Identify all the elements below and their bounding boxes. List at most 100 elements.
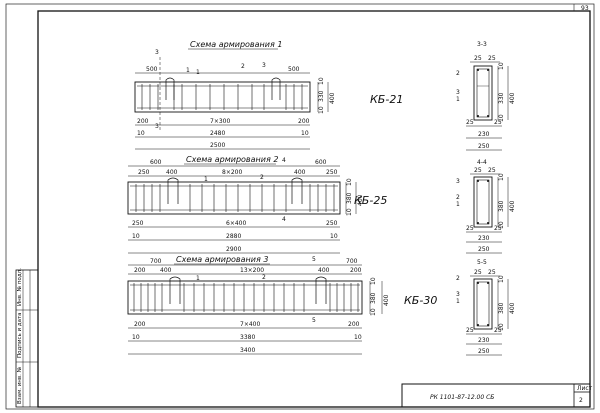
- section-3-3: 3-3 25 25 2 3 1 10 330 10 400 25 25 230 …: [456, 41, 516, 151]
- s2-seg-3: 8×200: [222, 169, 242, 176]
- sec1-label-a: 2: [456, 70, 460, 77]
- sec3-inner-1: 10: [498, 275, 505, 283]
- s2-label-2: 2: [260, 174, 264, 181]
- sheet-outer-border: [5, 3, 595, 410]
- left-stamp: Инв. № подл. Подпись и дата Взам. инв. №: [15, 268, 39, 408]
- sec3-label-a: 2: [456, 275, 460, 282]
- s1-h-dim-2: 330: [318, 90, 325, 102]
- sec2-inner-2: 380: [498, 200, 505, 212]
- s3-h-total: 400: [383, 294, 390, 306]
- s3-seg-5: 200: [350, 267, 362, 274]
- s2-dim-top-right: 600: [315, 159, 327, 166]
- sec1-bot-dim-2: 25: [494, 119, 502, 126]
- s3-length-inner: 3380: [240, 334, 255, 341]
- scheme-1-beam: [134, 81, 311, 113]
- stamp-col-3: Взам. инв. №: [17, 366, 23, 404]
- section-4-4-outline: [473, 176, 493, 228]
- s3-small-right: 10: [354, 334, 362, 341]
- s2-lifting-loop-left: [167, 177, 179, 204]
- s1-label-c: 3: [262, 62, 266, 69]
- s3-label-2: 2: [262, 274, 266, 281]
- sec3-top-dim-1: 25: [474, 269, 482, 276]
- sec2-label-c: 1: [456, 201, 460, 208]
- sec2-label-b: 2: [456, 194, 460, 201]
- sec1-label-c: 1: [456, 96, 460, 103]
- s2-h-dim-1: 10: [346, 178, 353, 186]
- section-4-4: 4-4 25 25 3 2 1 10 380 10 400 25 25 230 …: [456, 159, 516, 254]
- sec2-inner-3: 10: [498, 221, 505, 229]
- scheme-2-title: Схема армирования 2: [186, 155, 278, 164]
- sec3-label-c: 1: [456, 298, 460, 305]
- s2-small-right: 10: [330, 233, 338, 240]
- scheme-3-beam: [127, 280, 363, 315]
- sec3-bot-dim-1: 25: [466, 327, 474, 334]
- s3-end-right: 200: [348, 321, 360, 328]
- sheet-number: 2: [579, 397, 583, 404]
- sec2-top-dim-2: 25: [488, 167, 496, 174]
- sec3-inner-3: 10: [498, 323, 505, 331]
- scheme-2-beam: [127, 181, 341, 215]
- s1-label-b: 2: [241, 63, 245, 70]
- s2-label-1: 1: [204, 176, 208, 183]
- s2-lifting-loop-right: [291, 177, 303, 204]
- s3-seg-1: 200: [134, 267, 146, 274]
- section-4-4-title: 4-4: [477, 159, 487, 166]
- sec3-inner-2: 380: [498, 302, 505, 314]
- sheet-label: Лист: [577, 385, 593, 392]
- s3-seg-2: 400: [160, 267, 172, 274]
- sec1-width-inner: 230: [478, 131, 490, 138]
- s1-label-a: 1: [186, 67, 190, 74]
- section-3-3-title: 3-3: [477, 41, 487, 48]
- sec1-inner-3: 10: [498, 114, 505, 122]
- sec1-inner-2: 330: [498, 92, 505, 104]
- scheme-3-mark: КБ-30: [404, 294, 437, 307]
- sec3-width-inner: 230: [478, 337, 490, 344]
- drawing-code: РК 1101-87-12.00 СБ: [430, 394, 494, 401]
- sec3-label-b: 3: [456, 291, 460, 298]
- s3-end-left: 200: [134, 321, 146, 328]
- s3-length-total: 3400: [240, 347, 255, 354]
- s1-label-d: 1: [196, 69, 200, 76]
- sec3-outer-h: 400: [509, 302, 516, 314]
- s3-seg-3: 13×200: [240, 267, 264, 274]
- sec3-bot-dim-2: 25: [494, 327, 502, 334]
- s2-length-inner: 2880: [226, 233, 241, 240]
- s2-h-total: 400: [357, 194, 364, 206]
- scheme-1: Схема армирования 1 КБ-21 3 3 500 500 1 …: [134, 40, 403, 150]
- sec2-bot-dim-2: 25: [494, 225, 502, 232]
- s1-h-dim-3: 10: [318, 106, 325, 114]
- sec1-inner-1: 10: [498, 62, 505, 70]
- scheme-1-cut-label-b: 3: [155, 123, 159, 130]
- s1-dim-top-right: 500: [288, 66, 300, 73]
- s1-h-total: 400: [329, 92, 336, 104]
- s1-h-dim-1: 10: [318, 77, 325, 85]
- s3-stirrup-note: 7×400: [240, 321, 260, 328]
- s3-h-dim-2: 380: [370, 292, 377, 304]
- section-5-5: 5-5 25 25 2 3 1 10 380 10 400 25 25 230 …: [456, 259, 516, 356]
- scheme-2-mark: КБ-25: [354, 194, 387, 207]
- sec1-outer-h: 400: [509, 92, 516, 104]
- sec1-bot-dim-1: 25: [466, 119, 474, 126]
- sec1-top-dim-1: 25: [474, 55, 482, 62]
- s3-lifting-loop-left: [169, 276, 181, 304]
- stamp-col-2: Подпись и дата: [17, 312, 23, 358]
- scheme-1-title: Схема армирования 1: [190, 40, 282, 49]
- scheme-2: Схема армирования 2 КБ-25 600 600 4 250 …: [127, 155, 387, 254]
- s3-seg-4: 400: [318, 267, 330, 274]
- page-number: 93: [581, 5, 589, 12]
- s1-small-right: 10: [301, 130, 309, 137]
- sec2-inner-1: 10: [498, 173, 505, 181]
- s1-end-left: 200: [137, 118, 149, 125]
- sec3-top-dim-2: 25: [488, 269, 496, 276]
- s1-length-total: 2500: [210, 142, 225, 149]
- s3-h-dim-3: 10: [370, 308, 377, 316]
- sec1-label-b: 3: [456, 89, 460, 96]
- s2-seg-1: 250: [138, 169, 150, 176]
- s2-cut-mark-b: 4: [282, 216, 286, 223]
- s1-lifting-loop-right: [271, 77, 281, 100]
- sec2-bot-dim-1: 25: [466, 225, 474, 232]
- s2-seg-2: 400: [166, 169, 178, 176]
- sheet-frame: [37, 10, 591, 408]
- s1-small-left: 10: [137, 130, 145, 137]
- s2-seg-4: 400: [294, 169, 306, 176]
